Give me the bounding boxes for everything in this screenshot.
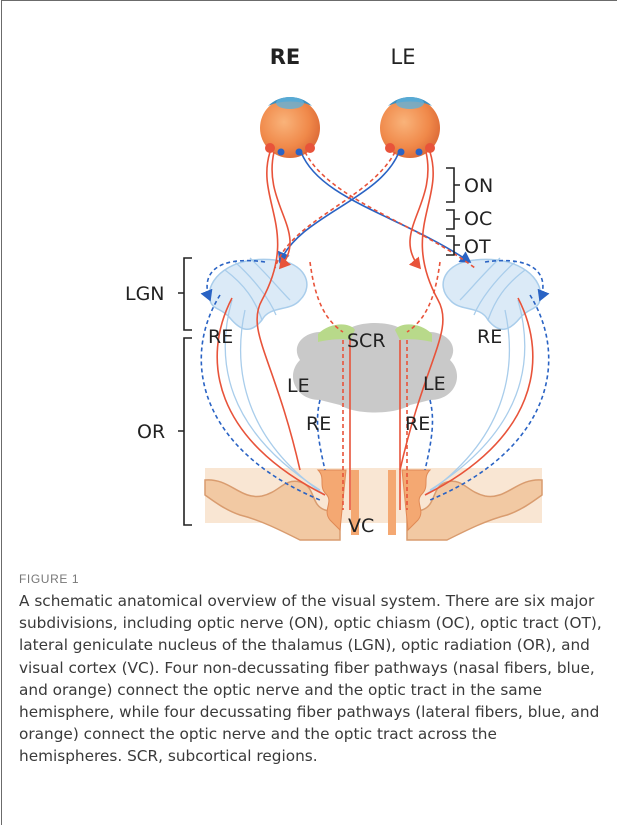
caption-text: A schematic anatomical overview of the v…	[19, 590, 604, 768]
scr-right-eye-right-label: RE	[405, 413, 430, 435]
right-eye-shape	[260, 97, 320, 158]
visual-system-figure: RE LE ON OC OT LGN RE RE SCR LE LE RE RE…	[0, 0, 617, 550]
scr-label: SCR	[347, 330, 386, 352]
optic-tract-label: OT	[464, 236, 491, 258]
scr-right-eye-left-label: RE	[306, 413, 331, 435]
optic-radiation-label: OR	[137, 421, 165, 443]
optic-chiasm-label: OC	[464, 208, 492, 230]
visual-system-diagram: RE LE ON OC OT LGN RE RE SCR LE LE RE RE…	[0, 0, 617, 550]
lgn-shapes	[209, 258, 540, 329]
figure-caption: FIGURE 1 A schematic anatomical overview…	[19, 572, 604, 768]
left-eye-label: LE	[391, 45, 416, 69]
figure-number: FIGURE 1	[19, 572, 604, 586]
decussating-fibers	[275, 152, 475, 268]
scr-left-eye-right-label: LE	[423, 373, 446, 395]
right-eye-lgn-left-label: RE	[208, 326, 233, 348]
right-eye-label: RE	[270, 45, 301, 69]
left-eye-shape	[380, 97, 440, 158]
right-eye-lgn-right-label: RE	[477, 326, 502, 348]
visual-cortex-label: VC	[348, 515, 374, 537]
lgn-label: LGN	[125, 283, 165, 305]
scr-left-eye-left-label: LE	[287, 375, 310, 397]
optic-nerve-label: ON	[464, 175, 493, 197]
